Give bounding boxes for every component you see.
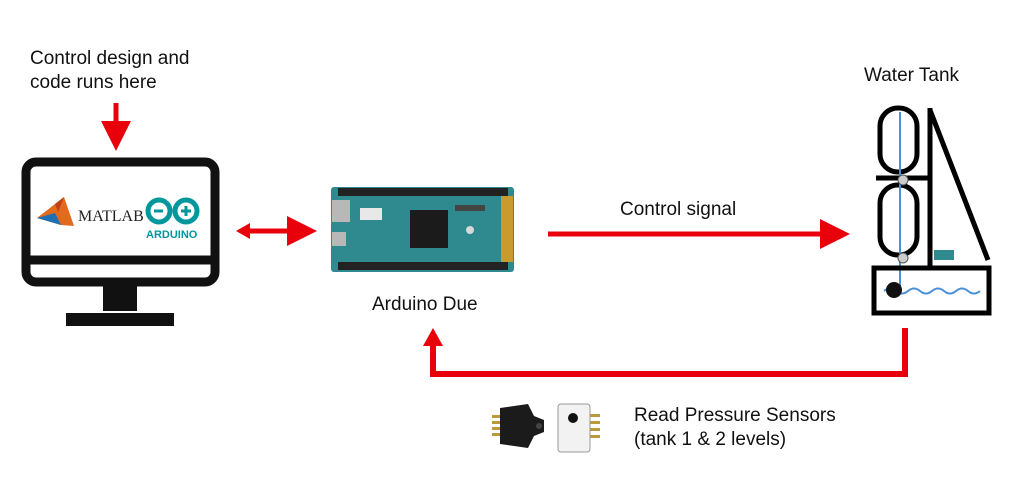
matlab-text: MATLAB <box>78 208 144 225</box>
feedback-arrow <box>433 328 905 374</box>
pressure-sensor-icon <box>492 404 600 452</box>
pressure-sensor-white-icon <box>558 404 600 452</box>
pressure-sensor-black-icon <box>492 404 544 448</box>
monitor-icon: MATLAB ARDUINO <box>26 162 215 326</box>
bidirectional-arrow-left-head <box>236 223 250 239</box>
arduino-text: ARDUINO <box>146 229 198 241</box>
water-tank-icon <box>874 108 989 313</box>
arduino-board-icon <box>331 187 514 272</box>
feedback-arrow-head <box>423 328 443 346</box>
